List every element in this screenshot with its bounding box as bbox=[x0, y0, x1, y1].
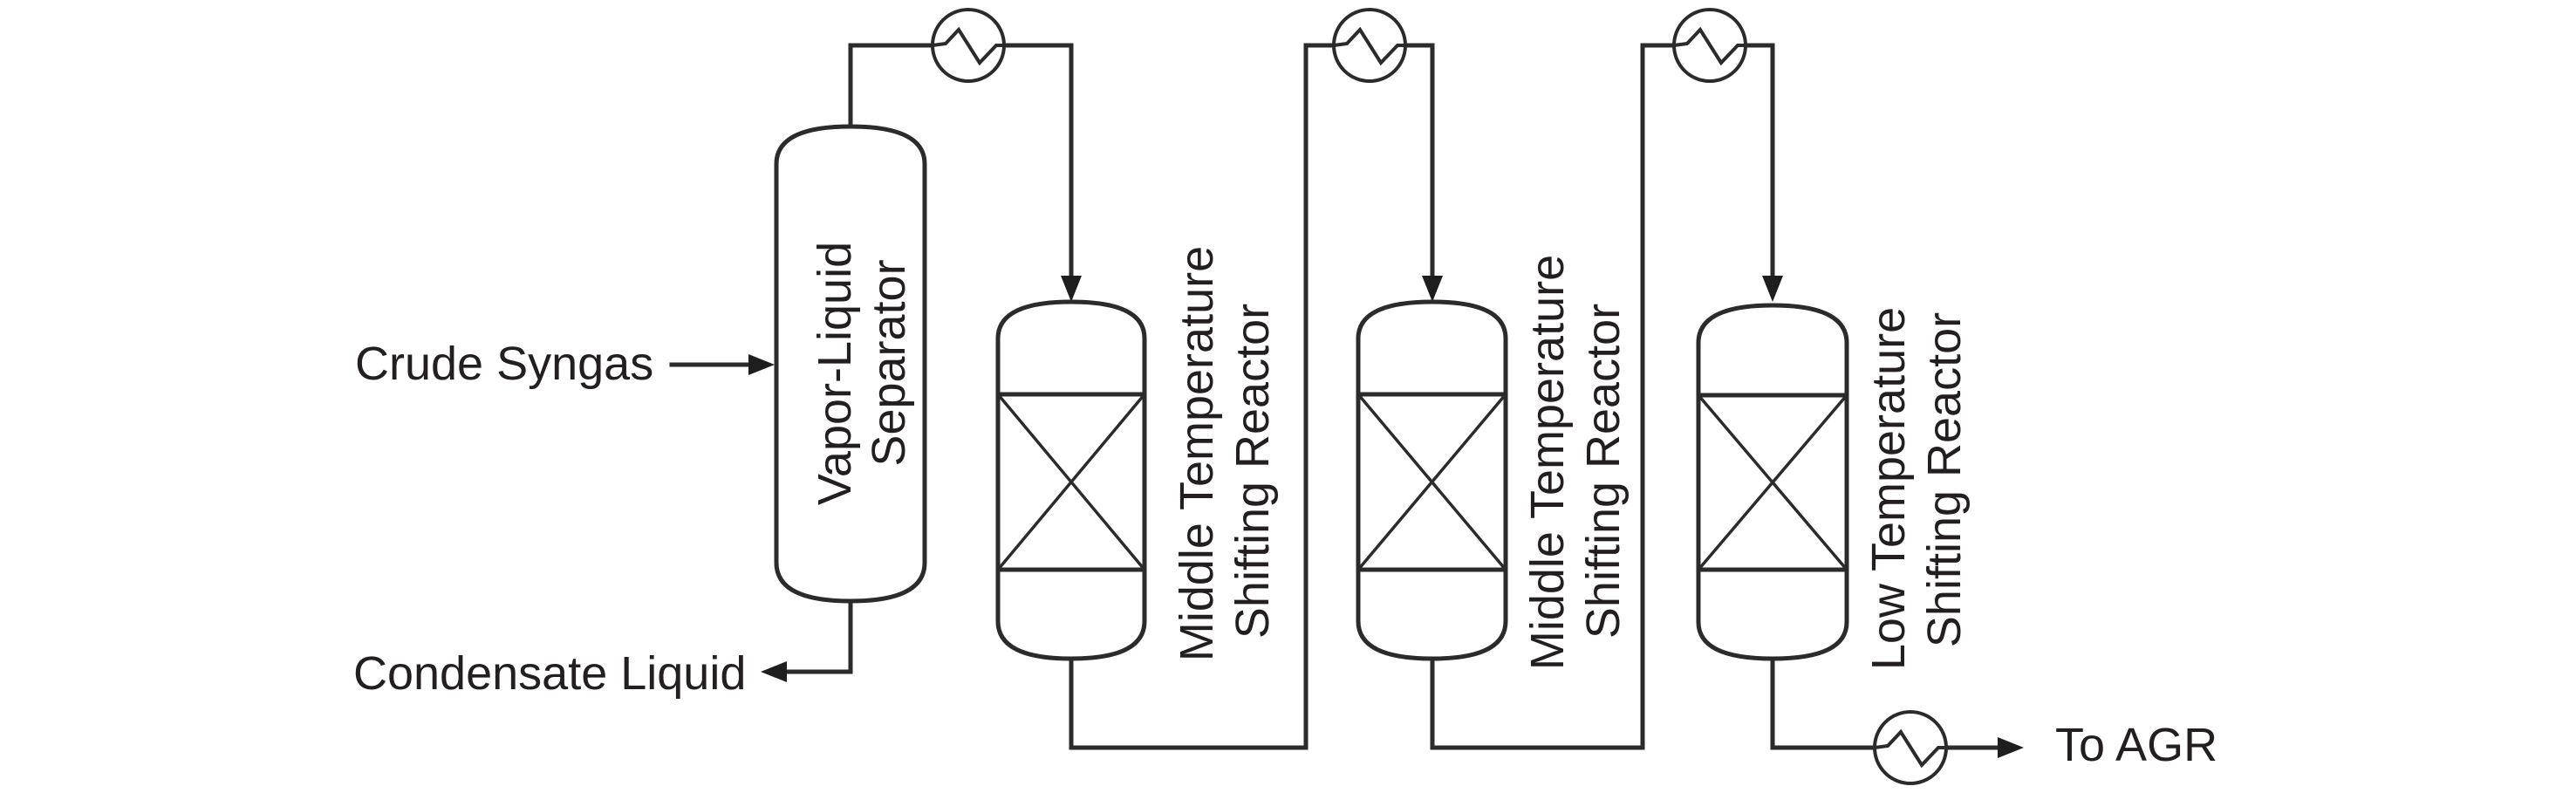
pipe-reactor-2-to-reactor-3 bbox=[1430, 43, 1783, 750]
reactor-3-label-line-1: Low Temperature bbox=[1862, 307, 1915, 670]
crude-syngas-stream: Crude Syngas bbox=[355, 338, 775, 390]
pipe-segment bbox=[1069, 43, 1435, 750]
condensate-arrowhead bbox=[761, 661, 787, 682]
pipe-segment bbox=[1430, 43, 1775, 750]
heat-exchanger-coil bbox=[1874, 728, 1946, 769]
reactor-2-inlet-arrowhead bbox=[1422, 276, 1443, 302]
reactor-1-catalyst-bed-x bbox=[996, 393, 1146, 571]
outlet-stream: To AGR bbox=[1770, 656, 2217, 771]
condensate-stream: Condensate Liquid bbox=[353, 598, 853, 700]
vapor-liquid-separator: Vapor-Liquid Separator bbox=[774, 124, 927, 604]
heat-exchanger-1 bbox=[931, 8, 1006, 83]
middle-temperature-shift-reactor-1: Middle Temperature Shifting Reactor bbox=[995, 246, 1279, 661]
reactor-2-label-line-2: Shifting Reactor bbox=[1577, 304, 1630, 639]
heat-exchanger-coil bbox=[1333, 26, 1405, 66]
to-agr-label: To AGR bbox=[2055, 719, 2217, 771]
heat-exchanger-3 bbox=[1672, 8, 1747, 83]
separator-label-line-1: Vapor-Liquid bbox=[809, 242, 861, 505]
condensate-liquid-label: Condensate Liquid bbox=[353, 647, 746, 700]
reactor-3-catalyst-bed-x bbox=[1697, 393, 1848, 571]
reactor-1-label-line-2: Shifting Reactor bbox=[1227, 304, 1279, 639]
reactor-2-label-line-1: Middle Temperature bbox=[1521, 255, 1574, 670]
reactor-3-label-line-2: Shifting Reactor bbox=[1918, 312, 1971, 647]
reactor-1-label-line-1: Middle Temperature bbox=[1171, 246, 1223, 661]
reactor-2-catalyst-bed-x bbox=[1356, 393, 1507, 571]
reactor-3-inlet-arrowhead bbox=[1762, 276, 1783, 302]
heat-exchanger-2 bbox=[1332, 8, 1407, 83]
low-temperature-shift-reactor: Low Temperature Shifting Reactor bbox=[1696, 303, 1971, 670]
heat-exchanger-coil bbox=[1673, 26, 1746, 66]
heat-exchanger-4 bbox=[1873, 710, 1948, 785]
heat-exchanger-coil bbox=[932, 26, 1004, 66]
crude-syngas-label: Crude Syngas bbox=[355, 338, 653, 390]
separator-label-line-2: Separator bbox=[863, 259, 915, 466]
pipe-reactor-1-to-reactor-2 bbox=[1069, 43, 1443, 750]
separator-vessel bbox=[774, 124, 927, 604]
crude-syngas-arrowhead bbox=[748, 354, 775, 375]
to-agr-arrowhead bbox=[1998, 737, 2024, 758]
reactor-1-inlet-arrowhead bbox=[1061, 276, 1082, 302]
condensate-pipe bbox=[784, 598, 853, 674]
middle-temperature-shift-reactor-2: Middle Temperature Shifting Reactor bbox=[1356, 255, 1630, 670]
